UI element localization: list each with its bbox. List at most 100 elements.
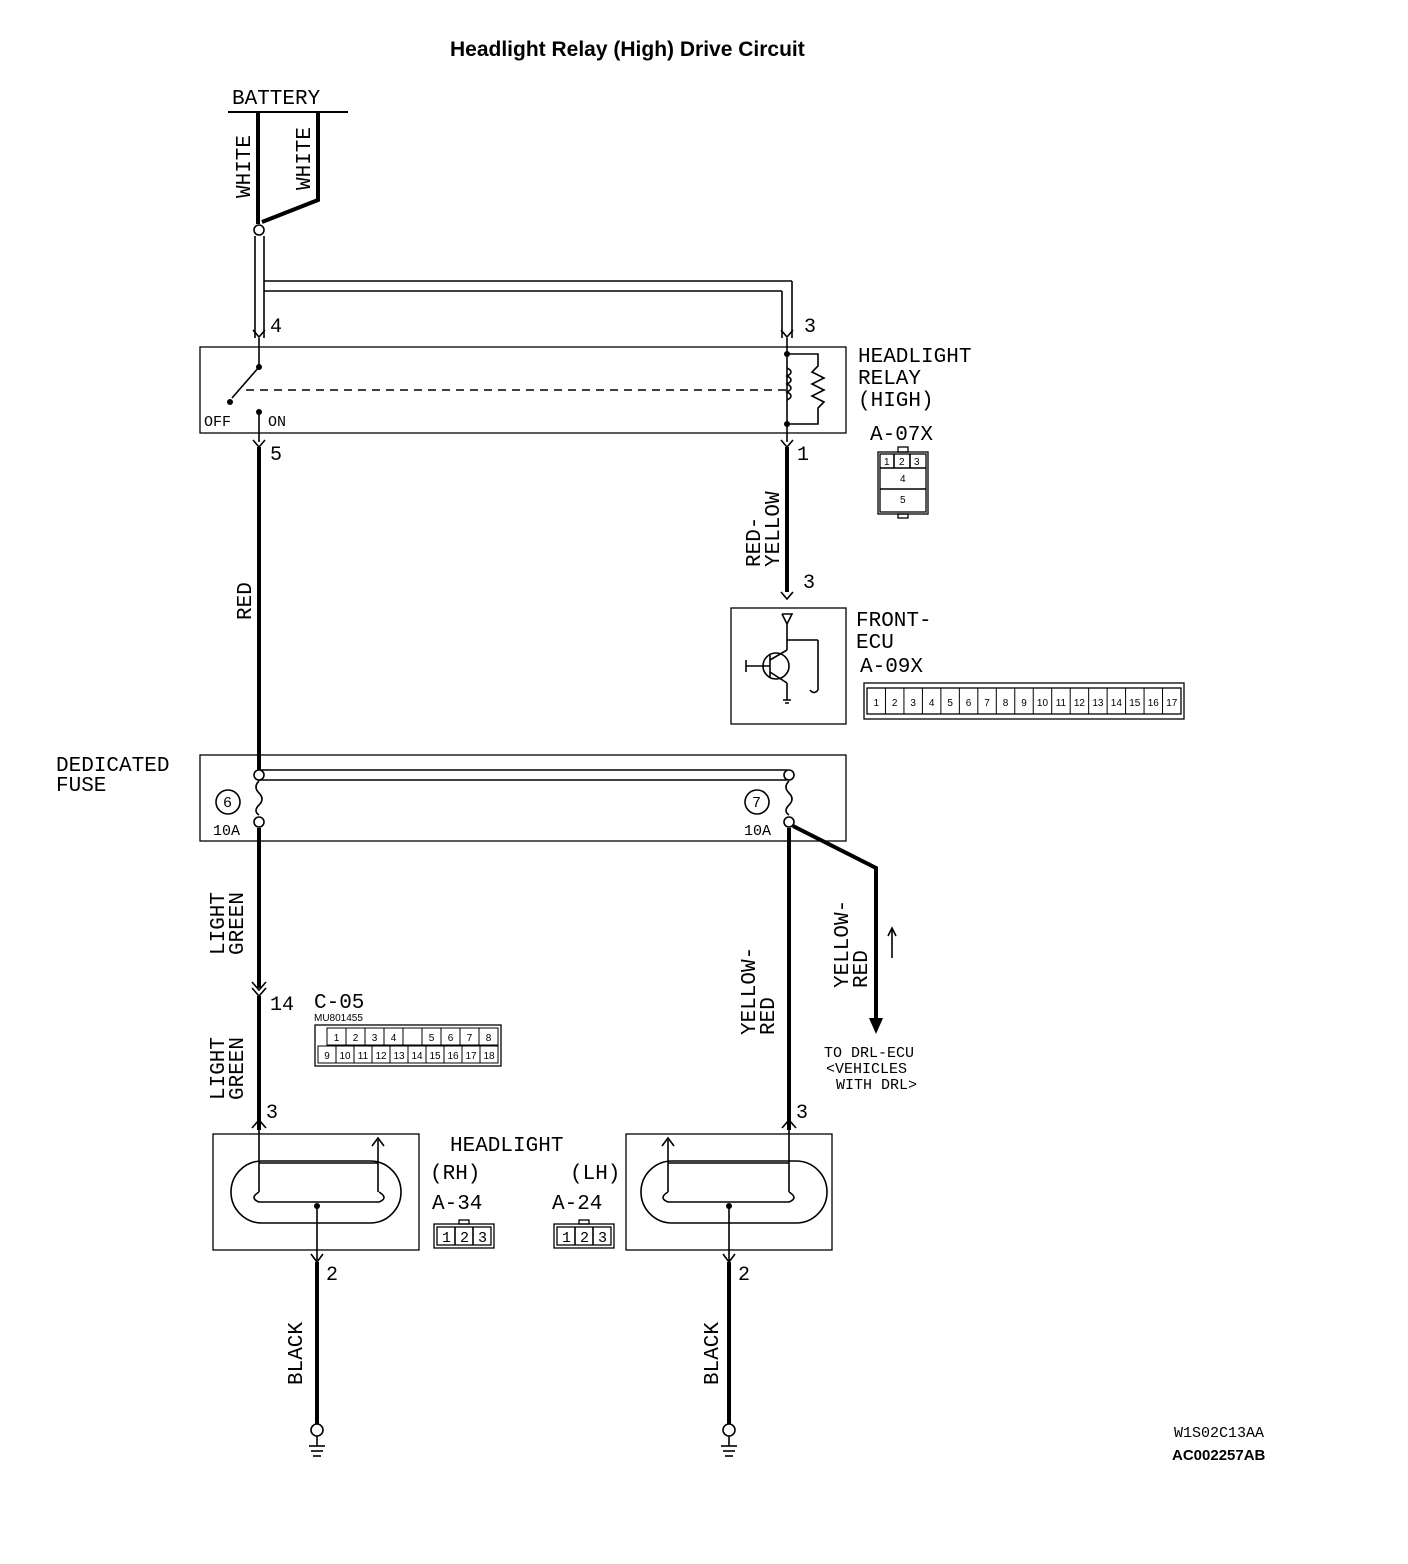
headlight-rh-label: (RH) [430, 1163, 480, 1186]
c05-connector-cell: 1 [334, 1033, 340, 1044]
c05-connector-cell: 2 [353, 1033, 359, 1044]
fuse-name-line1: DEDICATED [56, 755, 169, 778]
c05-connector-cell: 6 [448, 1033, 454, 1044]
ecu-connector-cell: 2 [892, 698, 898, 709]
relay-connector-cell-4: 4 [900, 474, 906, 485]
lh-connector-cell-2: 2 [580, 1230, 589, 1247]
relay-feed-wire [252, 236, 794, 339]
ecu-connector-cell: 9 [1021, 698, 1027, 709]
wire-label-white-left: WHITE [234, 135, 257, 198]
rh-pin-3: 3 [266, 1102, 278, 1125]
c05-connector-cell: 7 [467, 1033, 473, 1044]
ecu-connector-cell: 15 [1129, 698, 1141, 709]
wire-label-drl-1: YELLOW- [832, 900, 855, 988]
c05-connector-cell: 14 [411, 1051, 423, 1062]
c05-part-number: MU801455 [314, 1013, 363, 1024]
ecu-name-line1: FRONT- [856, 610, 932, 633]
ecu-pin-3: 3 [803, 572, 815, 595]
relay-name-line3: (HIGH) [858, 390, 934, 413]
c05-connector-cell: 10 [339, 1051, 351, 1062]
headlight-lh-connector: A-24 [552, 1193, 602, 1216]
relay-pin-5: 5 [270, 444, 282, 467]
wire-label-black-lh: BLACK [702, 1322, 725, 1385]
ecu-connector-cell: 16 [1148, 698, 1160, 709]
white-wires [253, 113, 320, 236]
c05-connector-cell: 4 [391, 1033, 397, 1044]
ecu-connector-cell: 14 [1111, 698, 1123, 709]
ecu-connector-cell: 4 [929, 698, 935, 709]
rh-connector-cell-3: 3 [478, 1230, 487, 1247]
relay-switch-on: ON [268, 414, 286, 431]
ecu-connector-cell: 3 [910, 698, 916, 709]
fuse-7-rating: 10A [744, 823, 771, 840]
relay-pin-4: 4 [270, 316, 282, 339]
c05-connector-cell: 5 [429, 1033, 435, 1044]
c05-pin-14-arrow-1 [251, 981, 267, 992]
c05-connector-icon [314, 1024, 502, 1067]
ground-symbol-lh [721, 1423, 737, 1457]
ground-symbol-rh [309, 1423, 325, 1457]
ecu-connector-cell: 17 [1166, 698, 1178, 709]
c05-connector-cell: 8 [486, 1033, 492, 1044]
lh-connector-icon [553, 1219, 615, 1249]
wire-label-light-green-bot-1: LIGHT [208, 1037, 231, 1100]
battery-label: BATTERY [232, 88, 321, 111]
c05-pin-14: 14 [270, 994, 294, 1017]
relay-connector-icon [877, 446, 929, 519]
fuse-6-number: 6 [223, 795, 232, 812]
current-direction-arrowhead [887, 926, 897, 937]
drl-branch-wire [792, 824, 878, 1022]
headlight-rh-connector: A-34 [432, 1193, 482, 1216]
c05-connector-cell: 12 [375, 1051, 387, 1062]
wire-label-light-green-top-1: LIGHT [208, 892, 231, 955]
relay-connector-cell-5: 5 [900, 495, 906, 506]
wire-label-drl-2: RED [851, 950, 874, 988]
relay-pin-1: 1 [797, 444, 809, 467]
fuse-internals [215, 769, 795, 828]
wire-label-white-right: WHITE [294, 127, 317, 190]
ecu-connector-inner [866, 687, 1182, 715]
fuse-6-rating: 10A [213, 823, 240, 840]
headlight-relay-box [199, 346, 847, 434]
drl-line3: WITH DRL> [836, 1077, 917, 1094]
dedicated-fuse-box [199, 754, 847, 842]
relay-internals [227, 338, 826, 442]
lh-pin-2: 2 [738, 1264, 750, 1287]
relay-name-line2: RELAY [858, 368, 921, 391]
headlight-rh-bulb [230, 1128, 402, 1264]
rh-pin-3-arrow [251, 1118, 267, 1129]
c05-connector-cell: 18 [483, 1051, 495, 1062]
c05-connector-cell: 16 [447, 1051, 459, 1062]
relay-connector-cell-1: 1 [884, 457, 890, 468]
wire-label-yellow-red-2: RED [758, 997, 781, 1035]
c05-name: C-05 [314, 992, 364, 1015]
ecu-connector-cell: 12 [1074, 698, 1086, 709]
headlight-lh-bulb [640, 1128, 828, 1264]
fuse-7-number: 7 [752, 795, 761, 812]
relay-connector-cell-2: 2 [899, 457, 905, 468]
headlight-name: HEADLIGHT [450, 1135, 563, 1158]
wire-label-red-yellow-2: YELLOW [763, 491, 786, 567]
lh-connector-cell-3: 3 [598, 1230, 607, 1247]
headlight-rh-box [212, 1133, 420, 1251]
drl-line2: <VEHICLES [826, 1061, 907, 1078]
wire-label-light-green-bot-2: GREEN [227, 1037, 250, 1100]
rh-pin-2: 2 [326, 1264, 338, 1287]
ecu-pin-3-arrow [780, 591, 794, 601]
wire-label-red: RED [235, 582, 258, 620]
rh-connector-cell-1: 1 [442, 1230, 451, 1247]
c05-connector-cell: 11 [358, 1051, 369, 1062]
ecu-connector-cell: 10 [1037, 698, 1049, 709]
relay-pin-3: 3 [804, 316, 816, 339]
wire-label-light-green-top-2: GREEN [227, 892, 250, 955]
c05-connector-cell: 17 [465, 1051, 477, 1062]
diagram-code-1: W1S02C13AA [1174, 1425, 1264, 1442]
ecu-connector-cell: 11 [1056, 698, 1067, 709]
rh-connector-icon [433, 1219, 495, 1249]
ecu-connector-cell: 8 [1003, 698, 1009, 709]
c05-connector-cell: 15 [429, 1051, 441, 1062]
fuse-name-line2: FUSE [56, 775, 106, 798]
wire-label-yellow-red-1: YELLOW- [739, 947, 762, 1035]
